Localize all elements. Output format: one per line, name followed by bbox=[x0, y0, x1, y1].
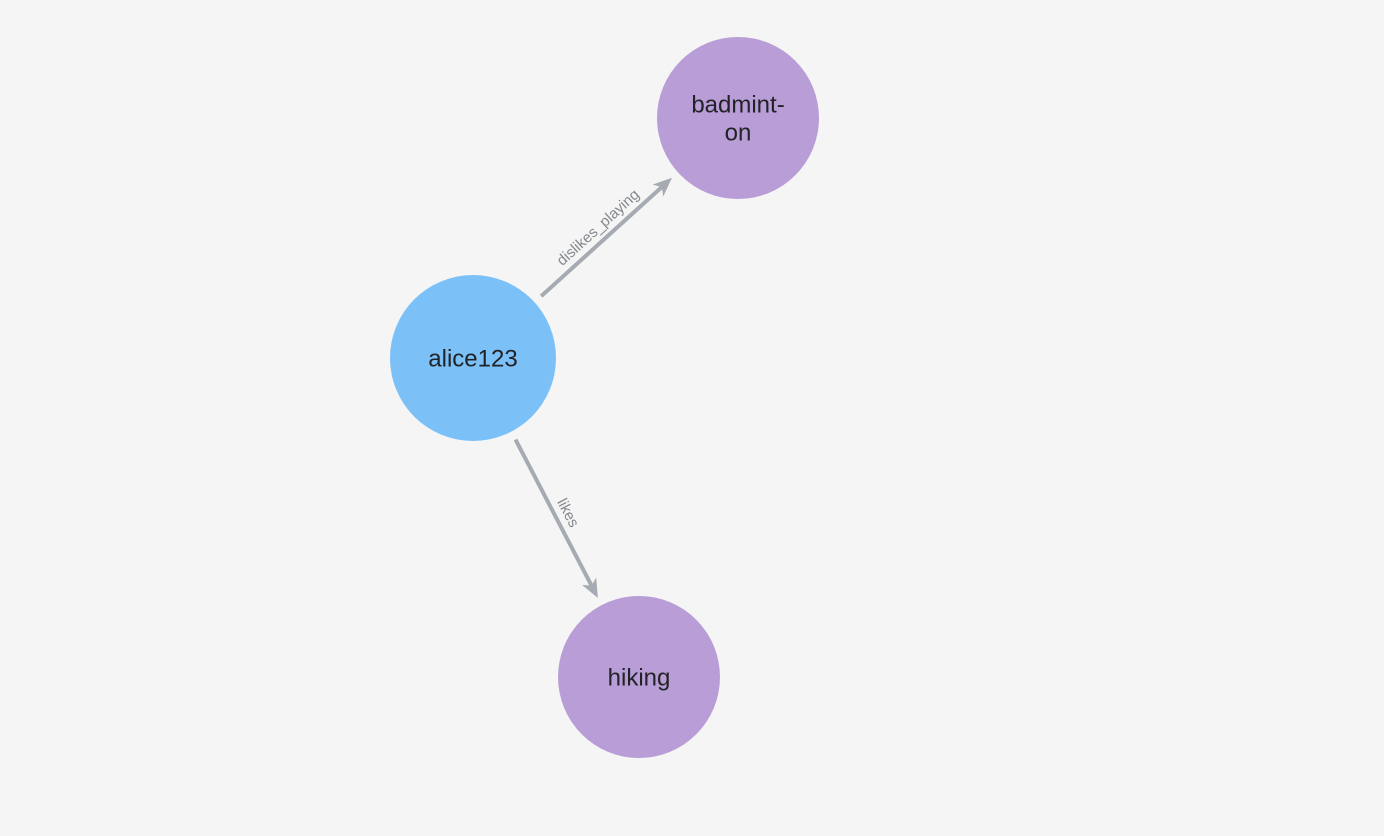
edge-line bbox=[539, 185, 664, 298]
node-caption-line: on bbox=[725, 120, 752, 147]
node-circle bbox=[657, 37, 819, 199]
graph-node-badminton[interactable]: badmint-on bbox=[657, 37, 819, 199]
node-circle bbox=[390, 275, 556, 441]
node-caption: alice123 bbox=[428, 346, 517, 373]
edge-line bbox=[513, 438, 594, 587]
node-caption-line: badmint- bbox=[691, 92, 784, 119]
edge-arrowhead-icon bbox=[582, 577, 598, 598]
node-caption-line: alice123 bbox=[428, 346, 517, 373]
graph-node-alice123[interactable]: alice123 bbox=[390, 275, 556, 441]
node-caption: hiking bbox=[608, 665, 671, 692]
node-caption-line: hiking bbox=[608, 665, 671, 692]
edge-label: dislikes_playing bbox=[554, 186, 643, 269]
node-caption: badmint-on bbox=[691, 92, 784, 147]
edge-arrowhead-icon bbox=[652, 177, 672, 197]
graph-node-hiking[interactable]: hiking bbox=[558, 596, 720, 758]
graph-edge-dislikes_playing[interactable]: dislikes_playing bbox=[539, 177, 672, 298]
edge-label: likes bbox=[553, 496, 582, 530]
node-circle bbox=[558, 596, 720, 758]
graph-edge-likes[interactable]: likes bbox=[513, 438, 598, 598]
